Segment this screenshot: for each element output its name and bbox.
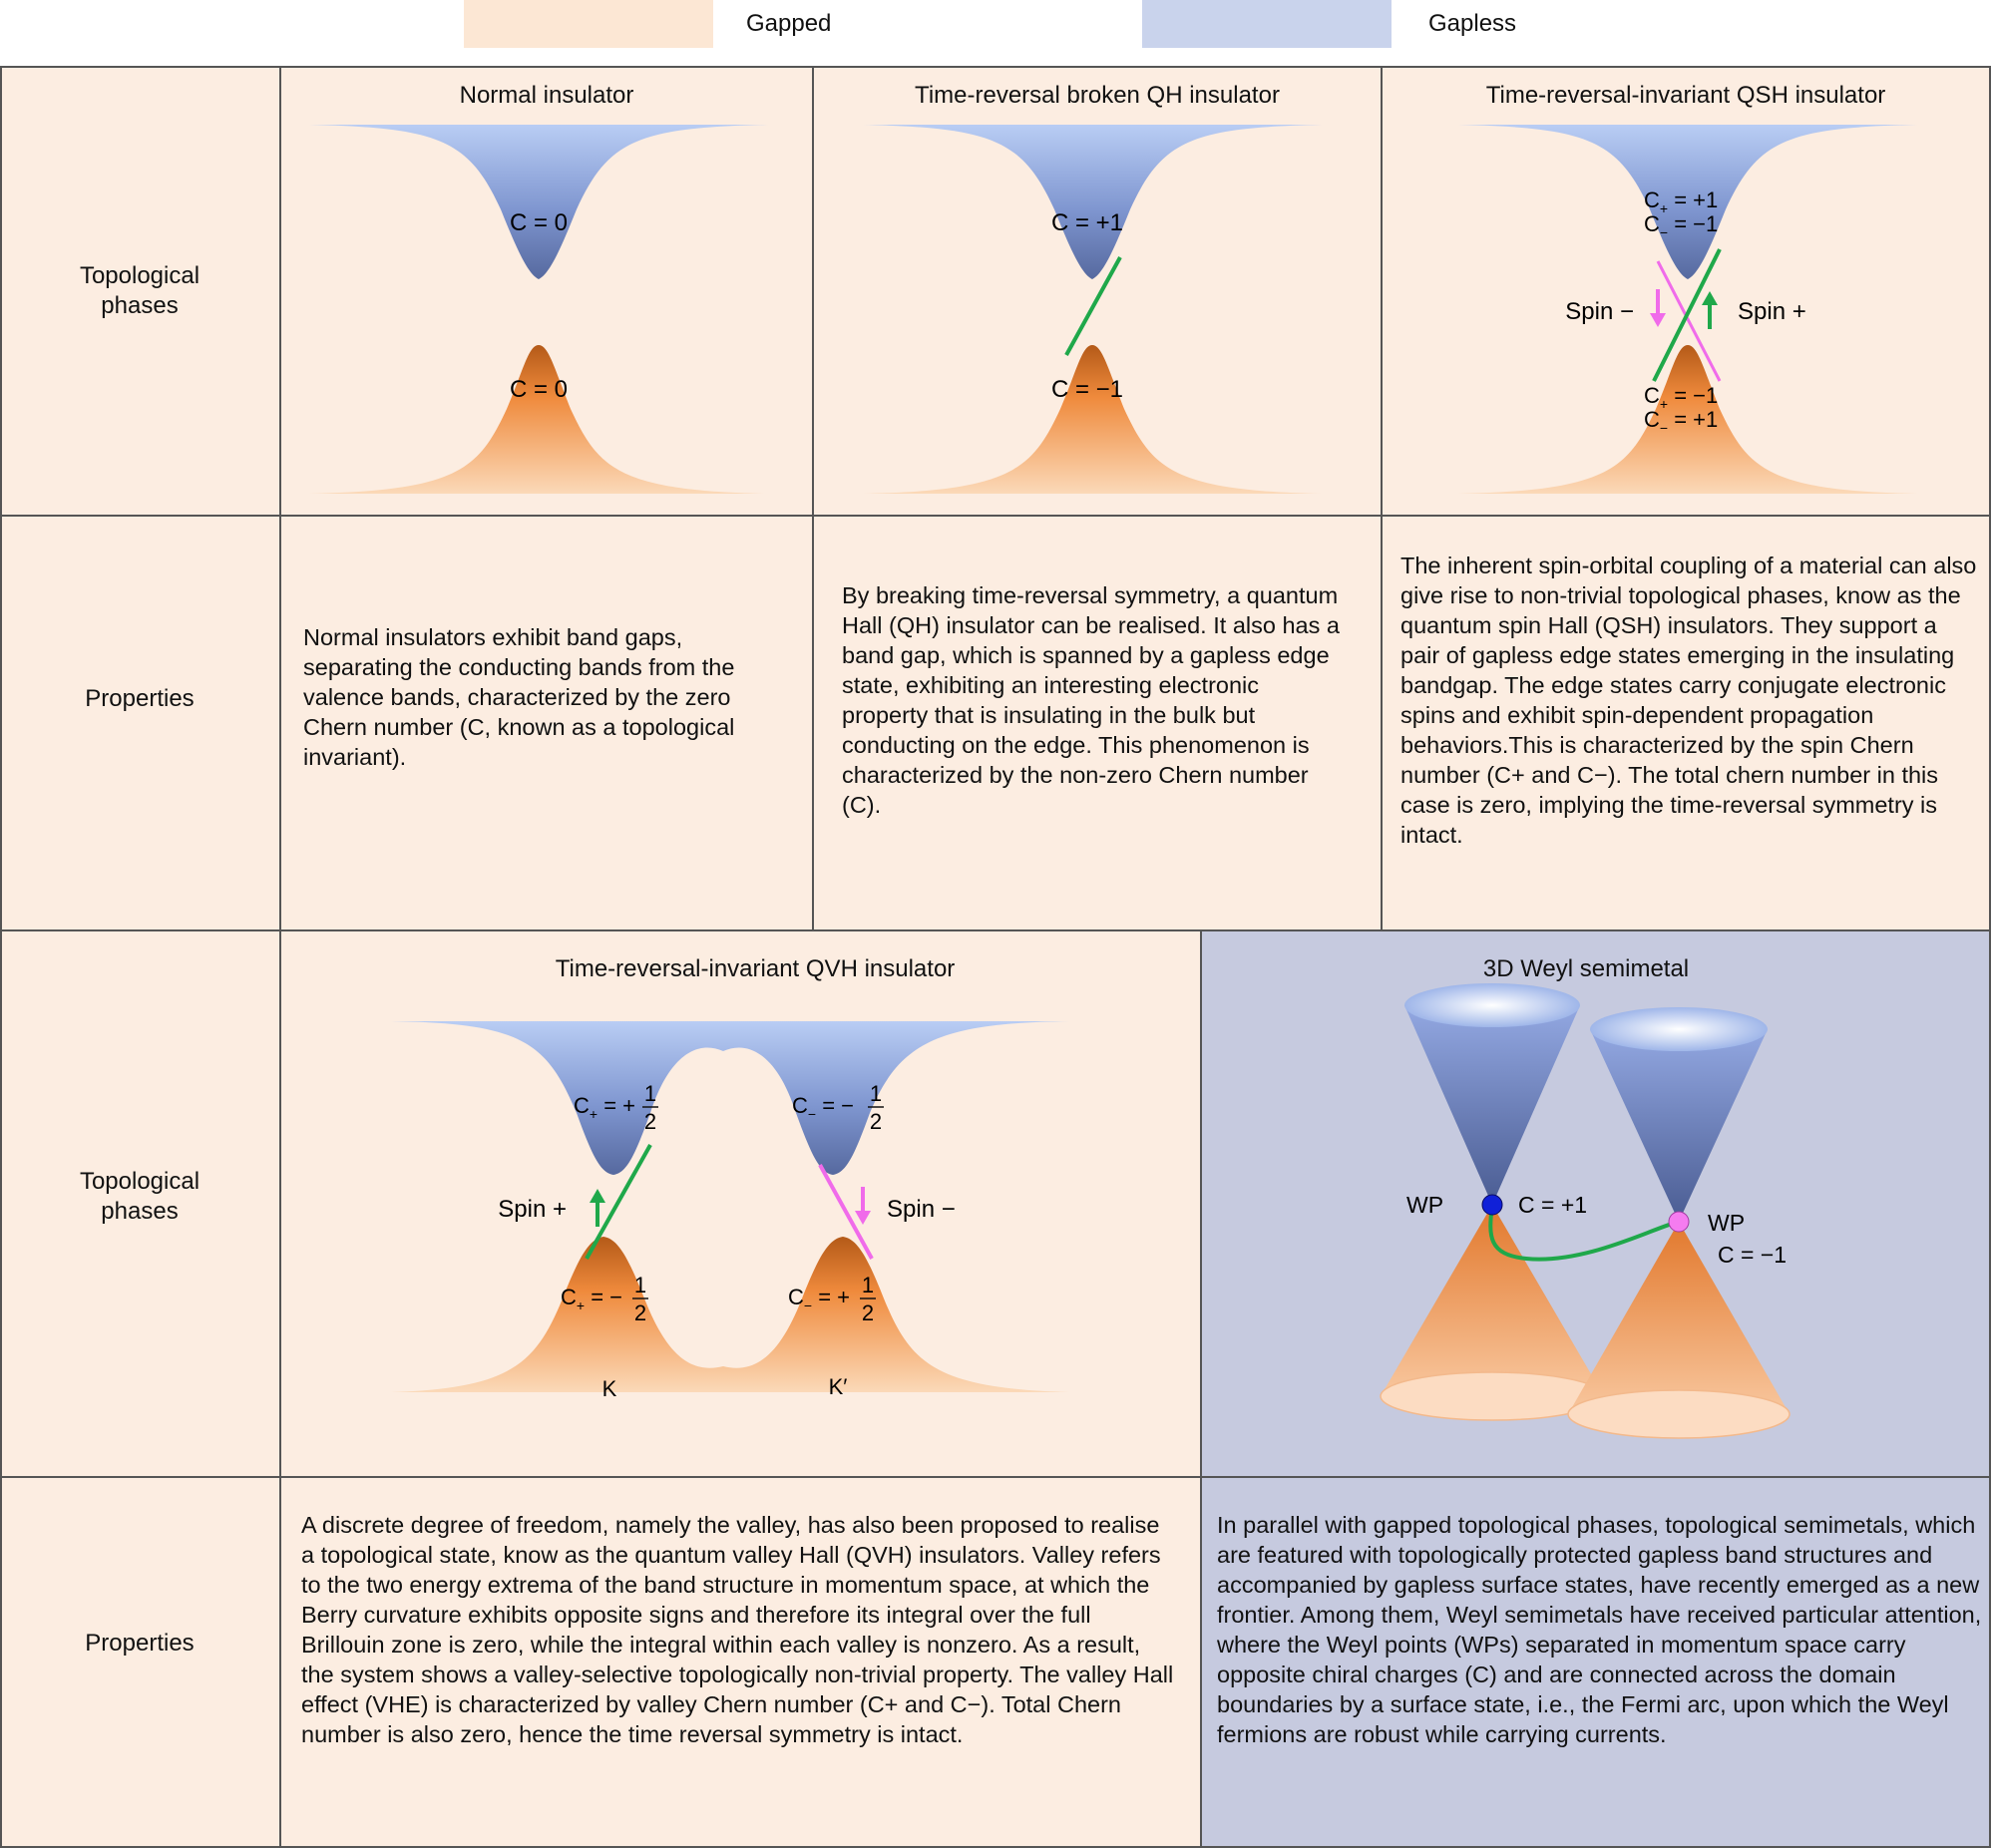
conduction-band (391, 1021, 1069, 1175)
right-lower-cone (1568, 1222, 1790, 1438)
upper-chern-label-2: C− = −1 (1644, 211, 1718, 240)
lower-chern-label: C = 0 (510, 376, 568, 403)
svg-text:1: 1 (870, 1081, 882, 1106)
spin-minus-edge-line (1656, 260, 1722, 382)
lower-right-chern-label: C− = + (788, 1285, 850, 1313)
valley-k-label: K (602, 1376, 617, 1401)
valence-band (309, 345, 768, 494)
upper-right-chern-label: C− = − (792, 1093, 854, 1122)
weyl-title: 3D Weyl semimetal (1482, 955, 1690, 982)
upper-chern-label: C = +1 (1051, 209, 1123, 236)
weyl-properties-text: In parallel with gapped topological phas… (1217, 1512, 1982, 1747)
upper-chern-label: C = 0 (510, 209, 568, 236)
spin-minus-edge-line (818, 1164, 874, 1260)
spin-up-arrow-icon (1702, 291, 1718, 329)
spin-down-arrow-icon (855, 1187, 871, 1225)
normal-properties-text: Normal insulators exhibit band gaps, sep… (303, 624, 735, 770)
svg-text:1: 1 (644, 1081, 656, 1106)
wp-right-label: WP (1708, 1210, 1745, 1236)
wp-left-label: WP (1406, 1192, 1443, 1218)
spin-plus-edge-line (585, 1144, 652, 1260)
svg-text:1: 1 (634, 1273, 646, 1297)
conduction-band (863, 125, 1322, 279)
right-upper-cone (1590, 1029, 1768, 1222)
qsh-properties-text: The inherent spin-orbital coupling of a … (1400, 553, 1977, 848)
c-minus-label: C = −1 (1718, 1242, 1787, 1268)
legend-gapless-swatch (1142, 0, 1392, 48)
valence-band (391, 1237, 1069, 1392)
valence-band (863, 345, 1322, 494)
normal-band-diagram: C = 0 C = 0 (309, 125, 768, 494)
legend-gapless-label: Gapless (1428, 10, 1517, 37)
weyl-point-plus (1481, 1194, 1503, 1216)
spin-down-arrow-icon (1650, 289, 1666, 327)
edge-state-line (1064, 256, 1122, 356)
weyl-diagram: WP C = +1 WP C = −1 (1380, 983, 1791, 1439)
fermi-arc-line (1488, 1204, 1680, 1262)
qsh-title: Time-reversal-invariant QSH insulator (1485, 82, 1886, 109)
weyl-point-minus (1668, 1211, 1690, 1233)
svg-text:1: 1 (862, 1273, 874, 1297)
qsh-band-diagram: C+ = +1 C− = −1 C+ = −1 C− = +1 Spin − S… (1458, 125, 1917, 494)
left-cone-top (1404, 983, 1580, 1027)
conduction-band (309, 125, 768, 279)
upper-chern-label-1: C+ = +1 (1644, 187, 1718, 216)
row-label-topological-1: Topological phases (79, 262, 200, 319)
row-label-properties-2: Properties (85, 1630, 195, 1657)
qh-band-diagram: C = +1 C = −1 (863, 125, 1322, 494)
normal-title: Normal insulator (459, 82, 634, 109)
qh-properties-text: By breaking time-reversal symmetry, a qu… (842, 582, 1340, 818)
spin-minus-label: Spin − (887, 1196, 956, 1223)
row-label-properties-1: Properties (85, 685, 195, 712)
left-upper-cone (1404, 1005, 1580, 1205)
valley-kprime-label: K′ (829, 1374, 848, 1399)
qh-title: Time-reversal broken QH insulator (915, 82, 1280, 109)
spin-plus-label: Spin + (498, 1196, 567, 1223)
legend-gapped-swatch (464, 0, 713, 48)
legend-gapped-label: Gapped (746, 10, 832, 37)
lower-chern-label: C = −1 (1051, 376, 1123, 403)
svg-text:2: 2 (870, 1109, 882, 1134)
row-label-topological-2: Topological phases (79, 1168, 200, 1225)
spin-minus-label: Spin − (1565, 298, 1634, 325)
lower-left-chern-label: C+ = − (561, 1285, 622, 1313)
upper-left-chern-label: C+ = + (574, 1093, 635, 1122)
conduction-band (1458, 125, 1917, 279)
svg-text:2: 2 (634, 1300, 646, 1325)
lower-chern-label-2: C− = +1 (1644, 407, 1718, 436)
svg-text:2: 2 (644, 1109, 656, 1134)
lower-chern-label-1: C+ = −1 (1644, 383, 1718, 412)
qvh-title: Time-reversal-invariant QVH insulator (555, 955, 956, 982)
qvh-band-diagram: C+ = + 12 C− = − 12 C+ = − 12 C− = + 12 … (391, 1021, 1069, 1401)
spin-plus-edge-line (1652, 248, 1722, 382)
qvh-properties-text: A discrete degree of freedom, namely the… (301, 1512, 1174, 1747)
svg-text:2: 2 (862, 1300, 874, 1325)
spin-plus-label: Spin + (1738, 298, 1806, 325)
left-lower-cone (1381, 1205, 1604, 1420)
right-cone-top (1590, 1007, 1768, 1051)
spin-up-arrow-icon (590, 1189, 605, 1227)
c-plus-label: C = +1 (1518, 1192, 1587, 1218)
valence-band (1458, 345, 1917, 494)
